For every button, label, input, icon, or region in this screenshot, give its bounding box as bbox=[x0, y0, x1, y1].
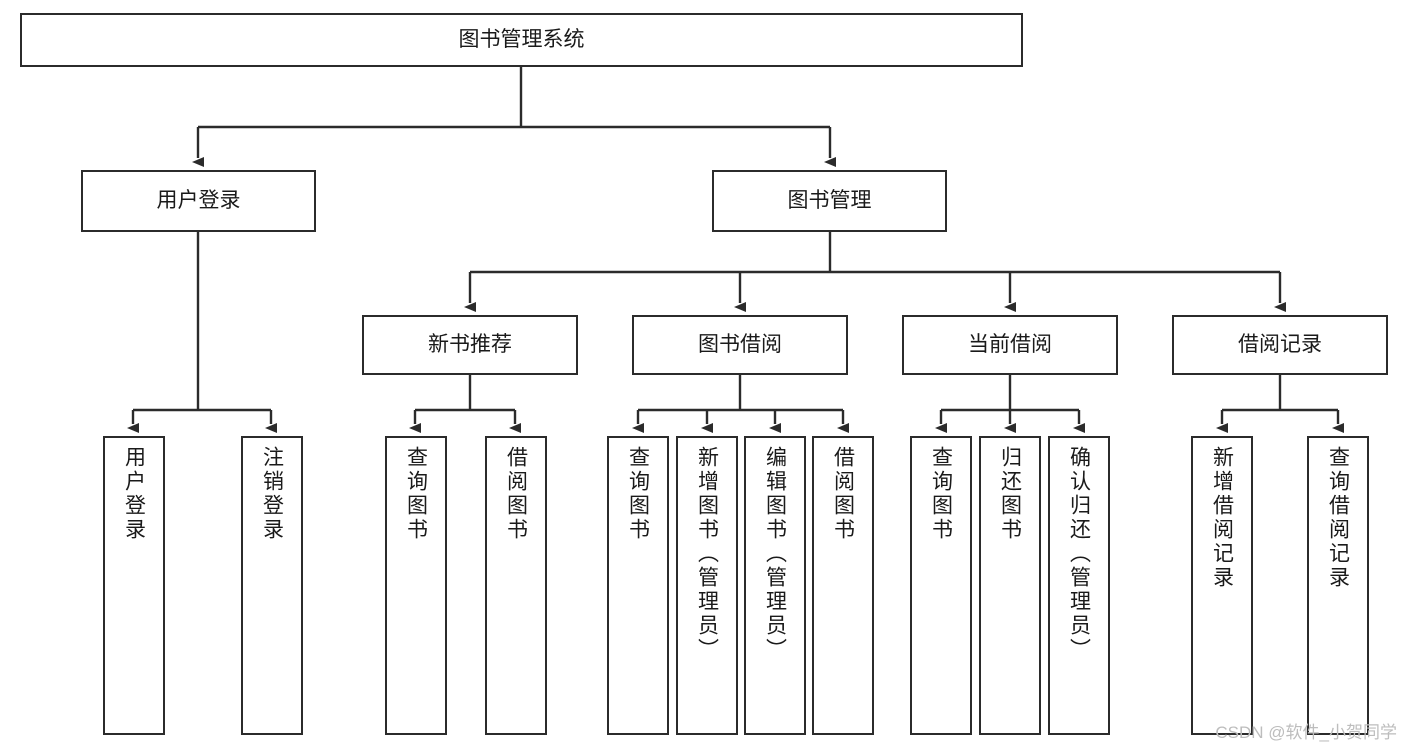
leaf-book-borrow-query[interactable]: 查询图书 bbox=[607, 436, 669, 735]
csdn-watermark: CSDN @软件_小贺同学 bbox=[1215, 723, 1397, 742]
node-label: 新书推荐 bbox=[428, 332, 512, 356]
node-label: 图书管理 bbox=[787, 188, 872, 212]
leaf-new-book-borrow[interactable]: 借阅图书 bbox=[485, 436, 547, 735]
node-label: 借阅记录 bbox=[1238, 332, 1322, 356]
node-label: 借阅图书 bbox=[504, 446, 528, 542]
node-label: 确认归还（管理员） bbox=[1067, 446, 1091, 662]
leaf-current-borrow-query[interactable]: 查询图书 bbox=[910, 436, 972, 735]
leaf-book-borrow-borrow[interactable]: 借阅图书 bbox=[812, 436, 874, 735]
node-label: 用户登录 bbox=[156, 188, 241, 212]
leaf-new-book-query[interactable]: 查询图书 bbox=[385, 436, 447, 735]
node-label: 查询图书 bbox=[626, 446, 650, 542]
node-label: 图书借阅 bbox=[698, 332, 782, 356]
node-label: 注销登录 bbox=[260, 446, 284, 542]
leaf-borrow-record-query[interactable]: 查询借阅记录 bbox=[1307, 436, 1369, 735]
node-label: 查询图书 bbox=[404, 446, 428, 542]
node-label: 新增图书（管理员） bbox=[695, 446, 719, 662]
node-root-system[interactable]: 图书管理系统 bbox=[20, 13, 1023, 67]
node-label: 用户登录 bbox=[122, 446, 146, 542]
leaf-current-borrow-return[interactable]: 归还图书 bbox=[979, 436, 1041, 735]
node-label: 编辑图书（管理员） bbox=[763, 446, 787, 662]
leaf-borrow-record-add[interactable]: 新增借阅记录 bbox=[1191, 436, 1253, 735]
node-label: 查询图书 bbox=[929, 446, 953, 542]
node-book-borrow[interactable]: 图书借阅 bbox=[632, 315, 848, 375]
leaf-user-login-logout[interactable]: 注销登录 bbox=[241, 436, 303, 735]
node-label: 新增借阅记录 bbox=[1210, 446, 1234, 590]
node-label: 查询借阅记录 bbox=[1326, 446, 1350, 590]
node-user-login[interactable]: 用户登录 bbox=[81, 170, 316, 232]
node-borrow-record[interactable]: 借阅记录 bbox=[1172, 315, 1388, 375]
node-label: 当前借阅 bbox=[968, 332, 1052, 356]
leaf-book-borrow-add[interactable]: 新增图书（管理员） bbox=[676, 436, 738, 735]
leaf-current-borrow-confirm-return[interactable]: 确认归还（管理员） bbox=[1048, 436, 1110, 735]
node-book-management[interactable]: 图书管理 bbox=[712, 170, 947, 232]
node-new-book-recommend[interactable]: 新书推荐 bbox=[362, 315, 578, 375]
node-label: 借阅图书 bbox=[831, 446, 855, 542]
node-label: 图书管理系统 bbox=[458, 27, 585, 51]
leaf-user-login-login[interactable]: 用户登录 bbox=[103, 436, 165, 735]
node-current-borrow[interactable]: 当前借阅 bbox=[902, 315, 1118, 375]
node-label: 归还图书 bbox=[998, 446, 1022, 542]
leaf-book-borrow-edit[interactable]: 编辑图书（管理员） bbox=[744, 436, 806, 735]
